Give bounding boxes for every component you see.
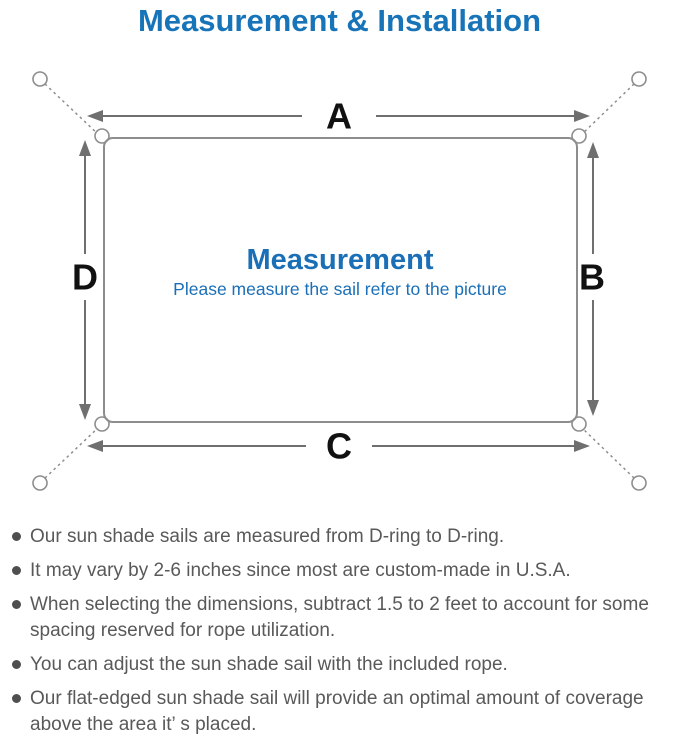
dimension-arrow-d — [79, 140, 91, 420]
page-title: Measurement & Installation — [137, 3, 542, 38]
rope-top-right — [579, 83, 635, 137]
rope-bottom-left — [44, 425, 101, 479]
d-ring-icon — [94, 128, 110, 144]
anchor-point-icon — [32, 71, 48, 87]
notes-list: Our sun shade sails are measured from D-… — [12, 524, 673, 739]
note-text: Our flat-edged sun shade sail will provi… — [30, 688, 644, 735]
rope-lines — [44, 83, 635, 479]
rope-top-left — [44, 83, 101, 137]
note-item: When selecting the dimensions, subtract … — [12, 592, 673, 644]
note-item: Our flat-edged sun shade sail will provi… — [12, 686, 673, 738]
note-text: You can adjust the sun shade sail with t… — [30, 654, 508, 675]
note-text: When selecting the dimensions, subtract … — [30, 594, 649, 641]
dimension-arrow-a — [87, 110, 590, 122]
side-label-a: A — [326, 96, 352, 137]
d-ring-icon — [571, 128, 587, 144]
rope-bottom-right — [579, 425, 635, 479]
bullet-icon — [12, 532, 21, 541]
anchor-points — [32, 71, 647, 491]
note-item: Our sun shade sails are measured from D-… — [12, 524, 673, 550]
d-ring-icon — [94, 416, 110, 432]
anchor-point-icon — [631, 71, 647, 87]
note-item: You can adjust the sun shade sail with t… — [12, 652, 673, 678]
bullet-icon — [12, 566, 21, 575]
note-text: It may vary by 2-6 inches since most are… — [30, 560, 571, 581]
measurement-diagram: A C D B Measurement Please measure the s… — [32, 71, 647, 491]
dimension-arrow-b — [587, 142, 599, 416]
diagram-heading: Measurement — [247, 244, 434, 276]
d-ring-icon — [571, 416, 587, 432]
dimension-arrow-c — [87, 440, 590, 452]
bullet-icon — [12, 600, 21, 609]
side-label-d: D — [72, 257, 98, 298]
note-item: It may vary by 2-6 inches since most are… — [12, 558, 673, 584]
anchor-point-icon — [32, 475, 48, 491]
corner-d-rings — [94, 128, 587, 432]
note-text: Our sun shade sails are measured from D-… — [30, 526, 505, 547]
bullet-icon — [12, 660, 21, 669]
anchor-point-icon — [631, 475, 647, 491]
side-label-b: B — [579, 257, 605, 298]
diagram-subheading: Please measure the sail refer to the pic… — [173, 279, 507, 299]
sail-outline — [103, 137, 578, 423]
bullet-icon — [12, 694, 21, 703]
side-label-c: C — [326, 426, 352, 467]
